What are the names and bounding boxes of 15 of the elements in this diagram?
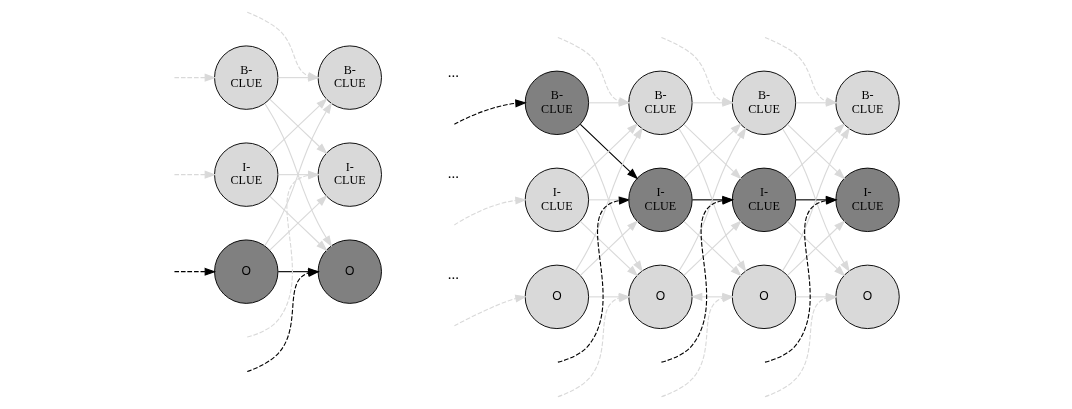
node-circle: B- CLUE [524, 70, 589, 135]
arrow [453, 99, 527, 125]
label: ... [447, 165, 459, 182]
arrow [453, 294, 527, 327]
arrow [173, 170, 216, 179]
node-circle: I- CLUE [213, 142, 278, 207]
node-circle: O [524, 264, 589, 330]
arrow [453, 196, 527, 226]
label: ... [447, 64, 459, 81]
arrow [173, 267, 216, 276]
node-circle: O [213, 239, 278, 304]
arrow [173, 73, 216, 82]
label: ... [447, 265, 459, 282]
node-circle: B- CLUE [213, 45, 278, 110]
node-circle: I- CLUE [524, 167, 589, 232]
